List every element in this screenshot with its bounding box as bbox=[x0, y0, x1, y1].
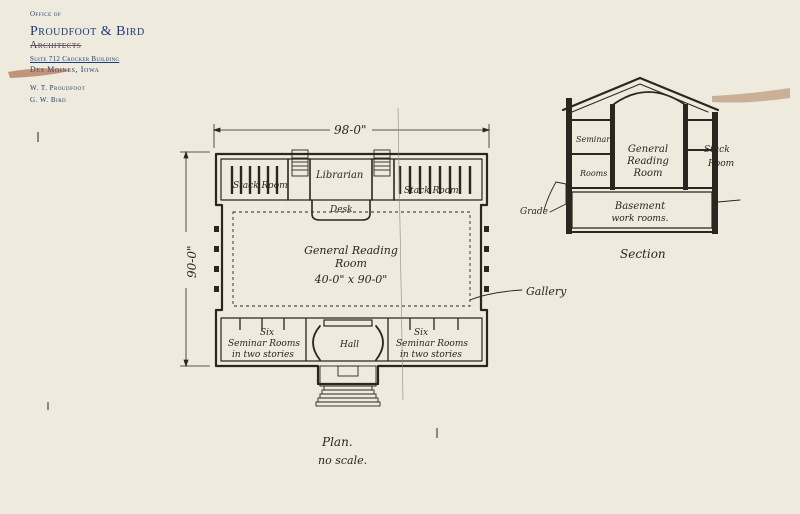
hall-lintel bbox=[323, 319, 373, 327]
floor-plan: 98-0" 90-0" Stack Room Librarian Stack R… bbox=[180, 107, 567, 467]
letterhead: Office of Proudfoot & Bird Architects Su… bbox=[30, 10, 145, 104]
side-windows bbox=[214, 226, 489, 292]
section-grade-line bbox=[543, 181, 567, 213]
label-section-caption: Section bbox=[620, 247, 666, 261]
letterhead-partner-2: G. W. Bird bbox=[30, 96, 67, 104]
label-gallery: Gallery bbox=[526, 285, 567, 298]
label-section-basement-2: work rooms. bbox=[612, 214, 669, 224]
label-desk: Desk bbox=[329, 205, 353, 215]
label-seminar-right: Seminar Rooms bbox=[396, 339, 468, 349]
label-seminar-left-2: in two stories bbox=[232, 350, 294, 360]
label-no-scale: no scale. bbox=[318, 454, 367, 467]
plan-front-inner-wall bbox=[220, 317, 483, 362]
letterhead-partner-1: W. T. Proudfoot bbox=[30, 84, 86, 92]
label-reading-room: General Reading bbox=[304, 244, 398, 257]
seminar-partitions bbox=[239, 318, 459, 361]
rust-stain bbox=[712, 88, 790, 103]
label-reading-room-size: 40-0" x 90-0" bbox=[314, 273, 388, 286]
stair-right bbox=[373, 149, 391, 177]
desk-outline bbox=[311, 199, 371, 221]
dimension-width bbox=[212, 124, 491, 148]
section-vault bbox=[613, 91, 685, 119]
label-seminar-left: Seminar Rooms bbox=[228, 339, 300, 349]
label-width-dimension: 98-0" bbox=[334, 123, 366, 137]
section-floors bbox=[566, 119, 718, 233]
gallery-line bbox=[232, 211, 471, 307]
label-depth-dimension: 90-0" bbox=[185, 246, 199, 278]
label-section-seminar-2: Rooms bbox=[579, 169, 607, 178]
pencil-guide-line bbox=[397, 107, 404, 401]
gallery-leader bbox=[469, 289, 523, 301]
hall-stair-left bbox=[312, 325, 321, 361]
section-roof-inner bbox=[571, 83, 709, 113]
ink-smudge bbox=[8, 68, 72, 78]
label-hall: Hall bbox=[339, 340, 359, 350]
stack-shelves-right bbox=[398, 166, 472, 194]
section-grade-right bbox=[717, 199, 741, 203]
label-stack-room-right: Stack Room bbox=[404, 186, 459, 196]
label-seminar-right-2: in two stories bbox=[400, 350, 462, 360]
label-reading-room-2: Room bbox=[334, 257, 367, 270]
label-section-reading: General bbox=[628, 144, 668, 155]
label-section-reading-2: Reading bbox=[626, 156, 669, 167]
section-walls bbox=[566, 98, 718, 234]
section-roof bbox=[561, 76, 720, 112]
stair-left bbox=[291, 149, 309, 177]
plan-outer-wall bbox=[214, 152, 489, 386]
dimension-depth bbox=[180, 150, 210, 368]
label-section-grade: Grade bbox=[520, 207, 548, 217]
label-stack-room-left: Stack Room bbox=[233, 181, 288, 191]
label-plan-caption: Plan. bbox=[321, 435, 353, 449]
label-section-stack-2: Room bbox=[707, 159, 734, 169]
label-section-reading-3: Room bbox=[632, 168, 662, 179]
label-librarian: Librarian bbox=[315, 170, 363, 181]
entrance-steps bbox=[315, 365, 381, 407]
stack-shelves-left bbox=[230, 166, 279, 194]
hall-stair-right bbox=[375, 325, 384, 361]
plan-inner-wall bbox=[220, 158, 483, 201]
label-six-left: Six bbox=[260, 328, 274, 338]
label-section-basement: Basement bbox=[614, 201, 666, 212]
letterhead-profession: Architects bbox=[30, 40, 82, 51]
label-section-stack: Stack bbox=[704, 145, 730, 155]
building-section: Seminar Rooms General Reading Room Stack… bbox=[520, 76, 741, 261]
label-six-right: Six bbox=[414, 328, 428, 338]
section-basement bbox=[571, 191, 713, 229]
letterhead-firm-name: Proudfoot & Bird bbox=[30, 24, 145, 39]
letterhead-suite: Suite 712 Crocker Building bbox=[30, 55, 120, 63]
label-section-seminar: Seminar bbox=[576, 135, 611, 144]
letterhead-office: Office of bbox=[30, 10, 62, 18]
